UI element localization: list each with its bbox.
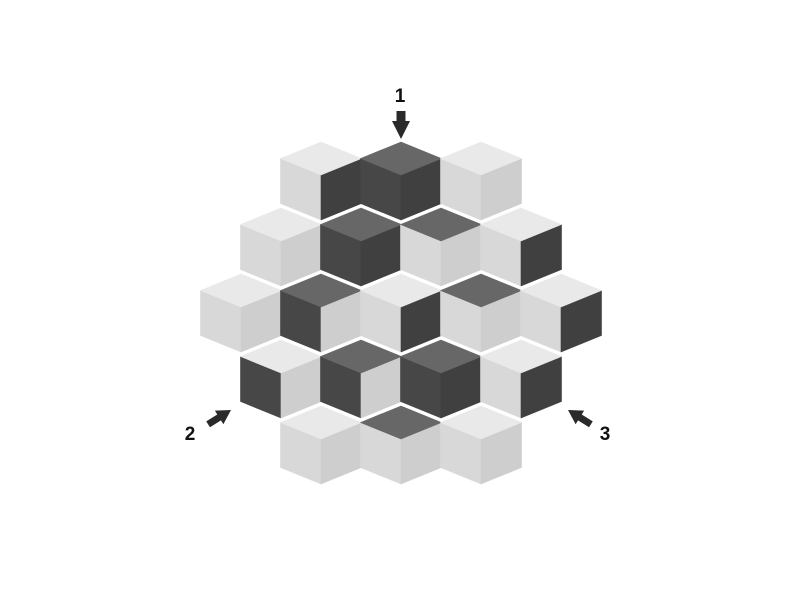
view-arrows: 1 2 3 xyxy=(185,86,611,445)
cube-top-face xyxy=(280,405,362,440)
cube-top-face xyxy=(240,339,322,374)
cube xyxy=(360,405,442,485)
cube-stack xyxy=(200,141,602,485)
arrow-icon xyxy=(206,410,231,428)
cube-top-face xyxy=(440,273,522,308)
view-arrow-top: 1 xyxy=(392,86,410,139)
view-arrow-left: 2 xyxy=(185,410,231,445)
cube-top-face xyxy=(280,141,362,176)
cube-top-face xyxy=(400,339,482,374)
view-label-top: 1 xyxy=(395,86,406,107)
cube-top-face xyxy=(320,207,402,242)
cube xyxy=(240,339,322,419)
cube xyxy=(520,273,602,353)
cube xyxy=(440,405,522,485)
cube-top-face xyxy=(360,405,442,440)
cube xyxy=(280,405,362,485)
cube xyxy=(400,207,482,287)
view-arrow-right: 3 xyxy=(568,410,611,445)
cube xyxy=(320,207,402,287)
view-label-right: 3 xyxy=(600,424,611,445)
cube-top-face xyxy=(320,339,402,374)
cube xyxy=(200,273,282,353)
cube-top-face xyxy=(480,339,562,374)
cube xyxy=(360,141,442,221)
cube-top-face xyxy=(520,273,602,308)
cube-top-face xyxy=(280,273,362,308)
cube-top-face xyxy=(200,273,282,308)
cube xyxy=(280,141,362,221)
cube-top-face xyxy=(480,207,562,242)
cube-top-face xyxy=(400,207,482,242)
arrow-icon xyxy=(392,111,410,139)
cube-top-face xyxy=(440,405,522,440)
cube xyxy=(440,141,522,221)
cube-top-face xyxy=(240,207,322,242)
cube xyxy=(280,273,362,353)
cube-top-face xyxy=(360,141,442,176)
cube xyxy=(480,339,562,419)
cube-top-face xyxy=(360,273,442,308)
cube xyxy=(480,207,562,287)
cube xyxy=(360,273,442,353)
cube xyxy=(400,339,482,419)
cube xyxy=(320,339,402,419)
arrow-icon xyxy=(568,410,593,428)
cube-top-face xyxy=(440,141,522,176)
cube xyxy=(240,207,322,287)
view-label-left: 2 xyxy=(185,424,196,445)
cube xyxy=(440,273,522,353)
